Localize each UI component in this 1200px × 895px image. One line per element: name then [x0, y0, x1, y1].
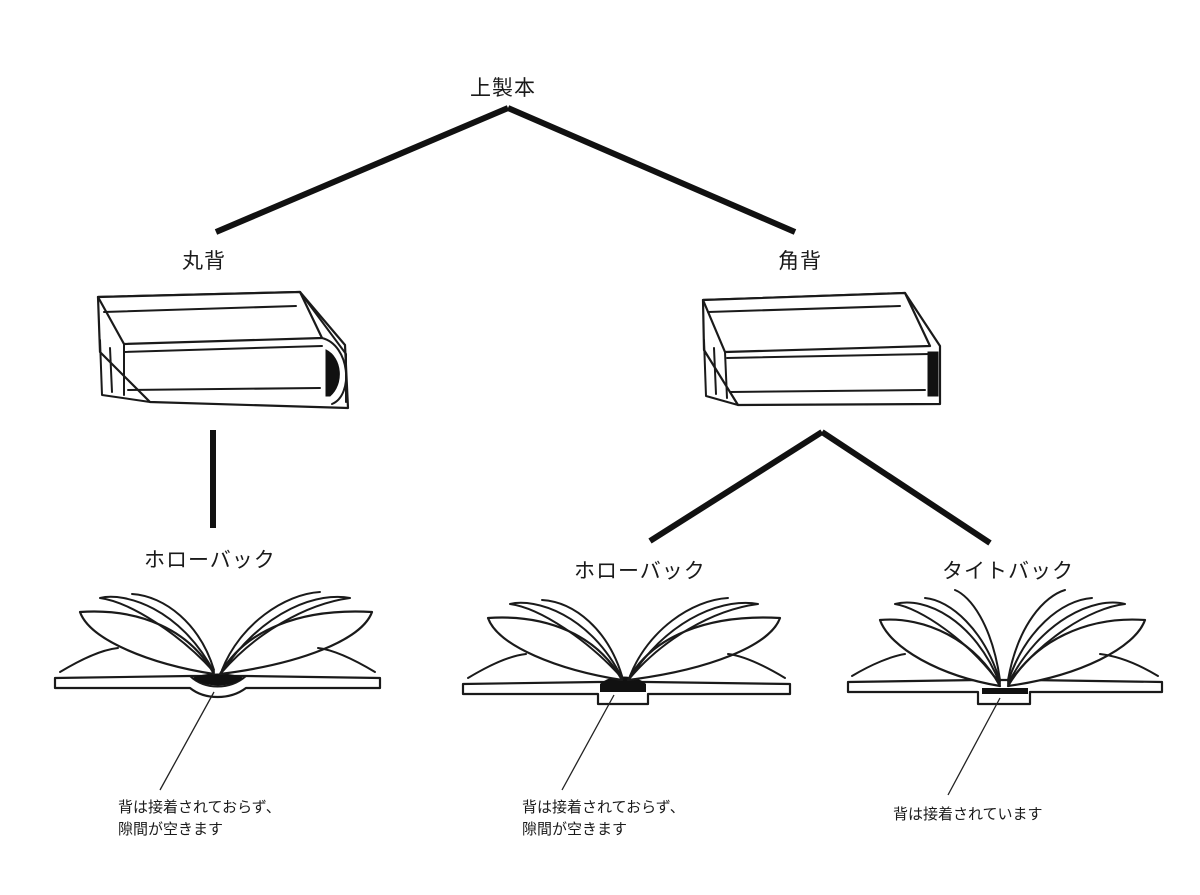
note-line: 背は接着されておらず、: [522, 798, 685, 816]
note-line: 隙間が空きます: [522, 820, 628, 838]
edge-square-back-to-hollow: [648, 429, 824, 544]
round-back-book-illustration: [96, 290, 350, 410]
leader-round-hollow: [159, 691, 215, 791]
root-label: 上製本: [470, 76, 536, 100]
round-back-label: 丸背: [182, 249, 226, 273]
tight-back-note: 背は接着されています: [893, 803, 1043, 825]
leader-tight: [947, 697, 1001, 796]
round-hollow-back-label: ホローバック: [144, 548, 276, 572]
tight-back-open-book-illustration: [846, 589, 1164, 706]
square-hollow-back-label: ホローバック: [574, 559, 706, 583]
note-line: 背は接着されておらず、: [118, 798, 281, 816]
round-hollow-back-open-book-illustration: [53, 591, 382, 698]
square-hollow-back-note: 背は接着されておらず、 隙間が空きます: [522, 796, 685, 840]
edge-square-back-to-tight: [820, 429, 992, 546]
round-hollow-back-note: 背は接着されておらず、 隙間が空きます: [118, 796, 281, 840]
note-line: 隙間が空きます: [118, 820, 224, 838]
tree-connectors: [210, 105, 992, 546]
edge-root-to-round-back: [214, 105, 510, 235]
tight-back-label: タイトバック: [942, 559, 1074, 583]
leader-square-hollow: [561, 694, 615, 791]
note-leader-lines: [159, 691, 1001, 796]
note-line: 背は接着されています: [893, 805, 1043, 823]
edge-root-to-square-back: [506, 105, 797, 235]
square-hollow-back-open-book-illustration: [461, 597, 792, 706]
square-back-label: 角背: [778, 249, 822, 273]
square-back-book-illustration: [701, 291, 942, 407]
